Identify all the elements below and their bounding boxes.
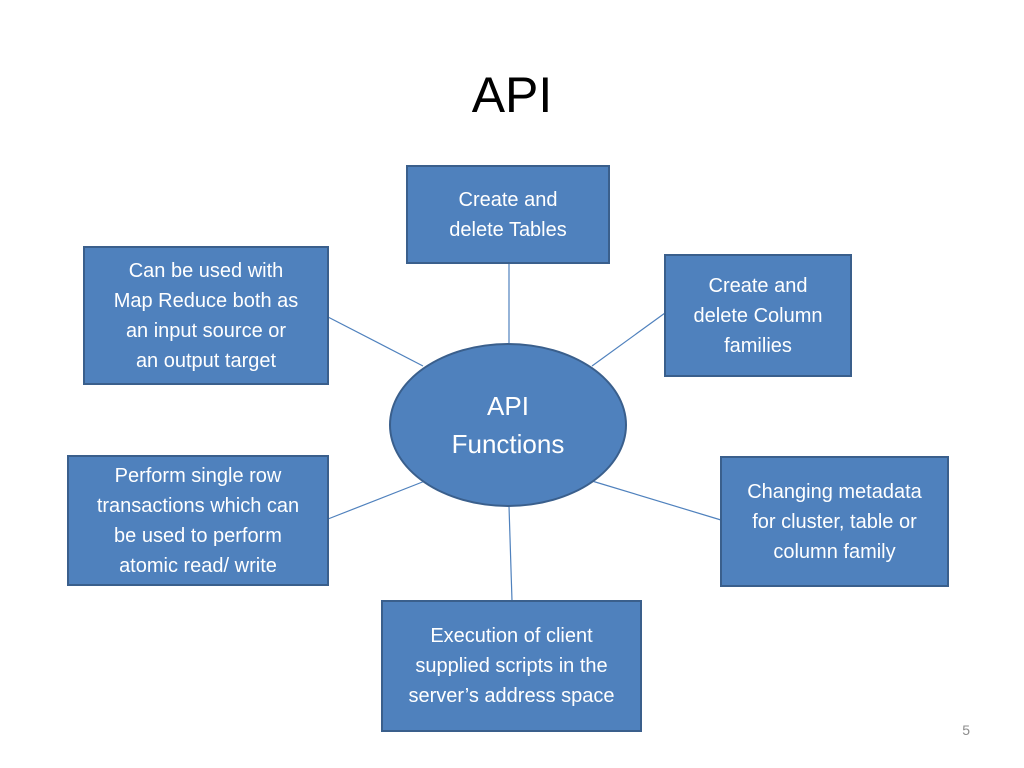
connector-top-right xyxy=(591,312,666,367)
node-changing-metadata: Changing metadata for cluster, table or … xyxy=(720,456,949,587)
node-label: Create and delete Column families xyxy=(693,274,823,357)
node-map-reduce: Can be used with Map Reduce both as an i… xyxy=(83,246,329,385)
node-create-delete-column-families: Create and delete Column families xyxy=(664,254,852,377)
node-label: Changing metadata for cluster, table or … xyxy=(747,480,922,563)
center-label: API Functions xyxy=(451,391,565,459)
node-label: Perform single row transactions which ca… xyxy=(96,464,300,577)
node-create-delete-tables: Create and delete Tables xyxy=(406,165,610,264)
connector-bottom xyxy=(508,505,513,602)
center-api-functions: API Functions xyxy=(389,343,627,507)
node-single-row-transactions: Perform single row transactions which ca… xyxy=(67,455,329,586)
node-label: Execution of client supplied scripts in … xyxy=(408,625,615,707)
connector-right xyxy=(591,480,722,521)
node-execution-client-scripts: Execution of client supplied scripts in … xyxy=(381,600,642,732)
connector-top-left xyxy=(327,316,424,367)
slide-title: API xyxy=(471,67,553,123)
node-label: Can be used with Map Reduce both as an i… xyxy=(113,259,299,372)
page-number: 5 xyxy=(962,722,970,738)
node-label: Create and delete Tables xyxy=(449,188,567,241)
connector-left xyxy=(327,480,426,520)
